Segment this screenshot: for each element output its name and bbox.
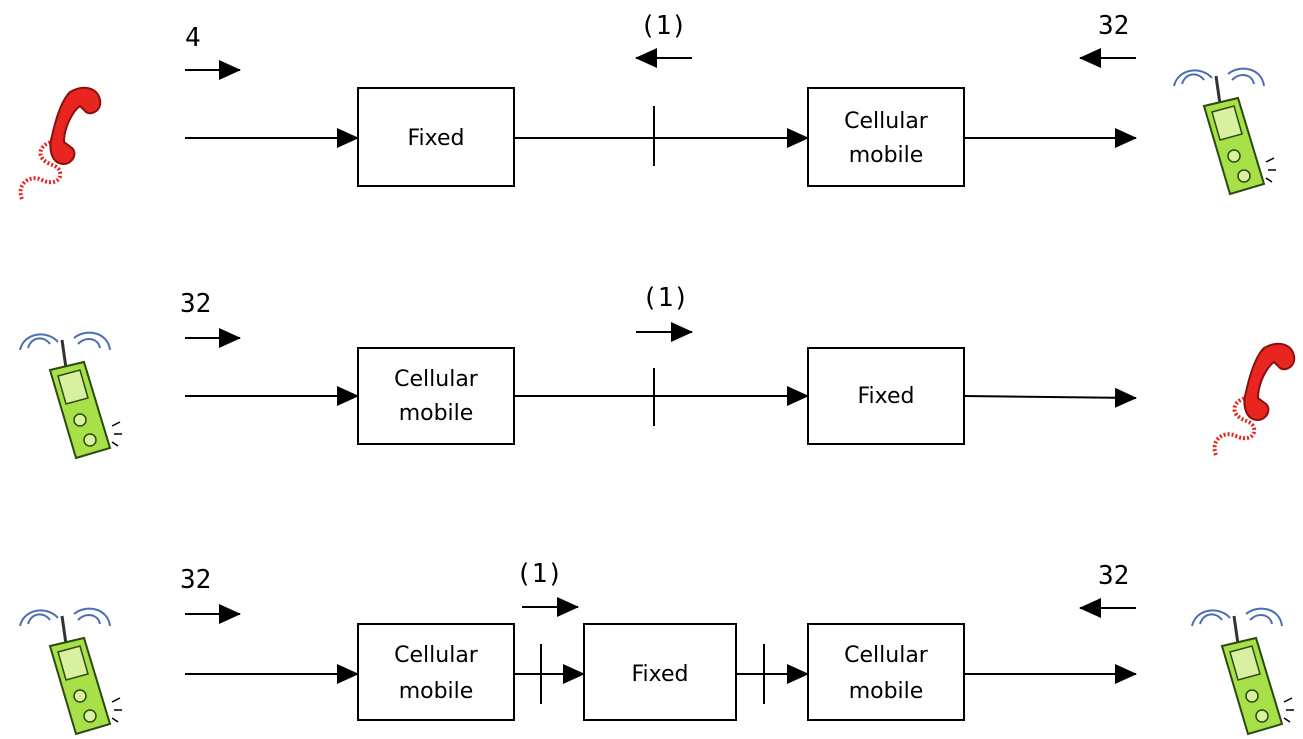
fixed-network-box	[357, 87, 515, 187]
box-label: Cellular	[844, 109, 929, 134]
right-direction-label: 32	[1098, 561, 1129, 591]
green-mobile-phone-icon	[1190, 607, 1296, 736]
mid-direction-label: (1)	[640, 11, 687, 41]
box-label: mobile	[399, 401, 474, 426]
green-mobile-phone-icon	[1172, 67, 1278, 196]
cellular-mobile-box	[357, 623, 515, 721]
mid-direction-label: (1)	[516, 559, 563, 589]
cellular-mobile-box	[807, 87, 965, 187]
box-label: Cellular	[394, 643, 479, 668]
fixed-network-box	[807, 347, 965, 445]
left-direction-label: 4	[185, 23, 201, 53]
left-direction-label: 32	[180, 289, 211, 319]
mid-direction-label: (1)	[642, 283, 689, 313]
row-mobile-to-mobile: 32 (1) 32 Cellular mobile Fixed Cellular…	[18, 559, 1296, 736]
row-fixed-to-mobile: 4 (1) 32 Fixed Cellular mobile	[18, 11, 1278, 201]
box-label: mobile	[849, 143, 924, 168]
red-landline-phone-icon	[18, 85, 103, 201]
green-mobile-phone-icon	[18, 331, 124, 460]
fixed-network-box	[583, 623, 737, 721]
row-mobile-to-fixed: 32 (1) Cellular mobile Fixed	[18, 283, 1297, 460]
left-direction-label: 32	[180, 565, 211, 595]
box-label: Fixed	[857, 384, 914, 409]
box-label: Cellular	[844, 643, 929, 668]
signal-line	[963, 387, 1137, 408]
green-mobile-phone-icon	[18, 607, 124, 736]
right-direction-label: 32	[1098, 11, 1129, 41]
cellular-mobile-box	[807, 623, 965, 721]
box-label: mobile	[399, 679, 474, 704]
box-label: Fixed	[631, 662, 688, 687]
cellular-mobile-box	[357, 347, 515, 445]
red-landline-phone-icon	[1212, 341, 1297, 457]
box-label: Cellular	[394, 367, 479, 392]
box-label: mobile	[849, 679, 924, 704]
box-label: Fixed	[407, 126, 464, 151]
